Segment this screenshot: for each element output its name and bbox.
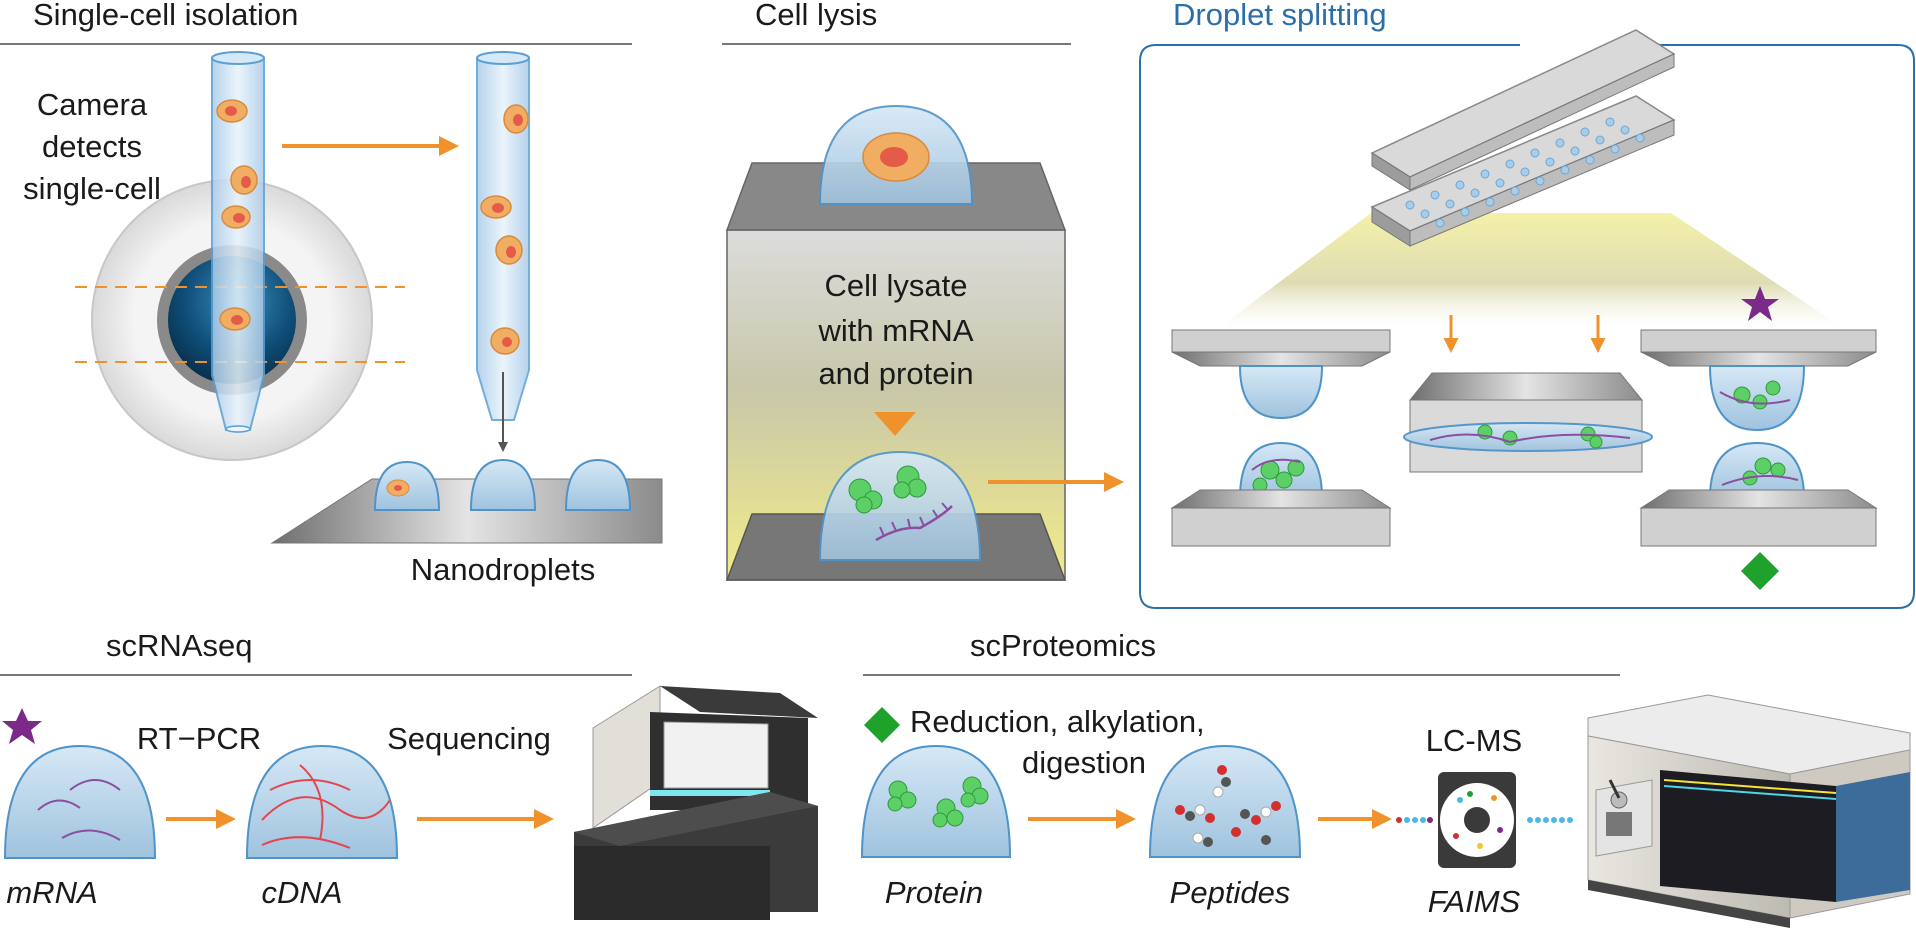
rtpcr-label: RT−PCR	[137, 721, 261, 756]
faims-device	[1396, 772, 1573, 868]
reduction-label-line2: digestion	[1022, 745, 1146, 780]
faims-label: FAIMS	[1428, 884, 1521, 919]
reduction-label-line1: Reduction, alkylation,	[910, 704, 1205, 739]
droplet-protein	[860, 744, 1012, 858]
capillary-1	[211, 51, 265, 433]
lcms-label: LC-MS	[1426, 723, 1522, 758]
diamond-icon	[1741, 552, 1779, 590]
nanodroplets-label: Nanodroplets	[411, 552, 595, 587]
splitting-frame	[1139, 44, 1915, 609]
camera-label-line1: Camera	[37, 87, 148, 122]
section-title-isolation: Single-cell isolation	[33, 0, 298, 32]
star-icon	[1741, 286, 1779, 321]
peptides-label: Peptides	[1170, 875, 1291, 910]
lysate-label-line1: Cell lysate	[825, 268, 968, 303]
section-title-lysis: Cell lysis	[755, 0, 877, 32]
sequencing-label: Sequencing	[387, 721, 551, 756]
droplet-mrna	[3, 744, 157, 859]
protein-label: Protein	[885, 875, 983, 910]
cells-capillary-2	[480, 104, 529, 355]
sequencer-machine	[574, 685, 818, 920]
section-title-scrnaseq: scRNAseq	[106, 628, 252, 663]
nanodroplet-chip	[270, 458, 663, 544]
lysate-label-line3: and protein	[818, 356, 973, 391]
lysate-triangle-icon	[874, 412, 916, 436]
cdna-label: cDNA	[262, 875, 343, 910]
lysate-label-line2: with mRNA	[817, 313, 973, 348]
diamond-icon	[864, 707, 900, 743]
lysis-chamber	[725, 104, 1067, 581]
star-icon	[2, 708, 42, 744]
droplet-cdna	[245, 744, 399, 859]
section-title-scproteomics: scProteomics	[970, 628, 1156, 663]
camera-label-line3: single-cell	[23, 171, 161, 206]
section-title-splitting: Droplet splitting	[1173, 0, 1387, 32]
camera-label-line2: detects	[42, 129, 142, 164]
cells-capillary-1	[216, 99, 258, 331]
mass-spectrometer	[1587, 694, 1911, 928]
splitting-illustration	[1170, 29, 1878, 547]
mrna-label: mRNA	[6, 875, 97, 910]
droplet-peptides	[1148, 744, 1302, 858]
